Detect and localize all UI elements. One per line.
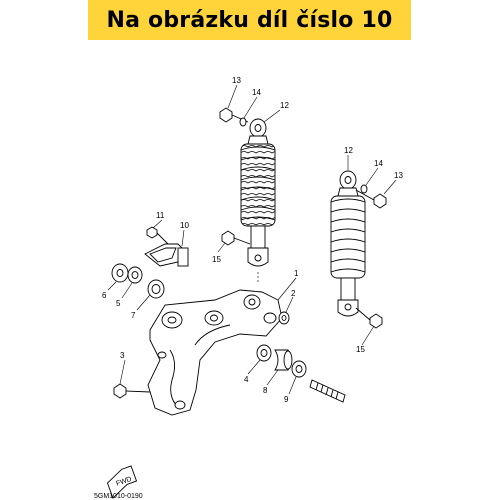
rear-arm-bracket	[113, 289, 290, 416]
callout-13-right: 13	[394, 171, 403, 180]
bearings-and-collars	[111, 263, 346, 403]
part-10-clip	[144, 226, 189, 267]
shock-absorber-left	[219, 107, 276, 267]
callout-15-right: 15	[356, 345, 365, 354]
shock-absorber-right	[330, 170, 387, 329]
callout-12-left: 12	[280, 101, 289, 110]
callout-3: 3	[120, 351, 125, 360]
callout-9: 9	[284, 395, 289, 404]
callout-4: 4	[244, 375, 249, 384]
part-code: 5GM1010-0190	[94, 493, 143, 500]
callout-15-left: 15	[212, 255, 221, 264]
callout-6: 6	[102, 291, 107, 300]
callout-14-left: 14	[252, 88, 261, 97]
banner-title: Na obrázku díl číslo 10	[106, 7, 393, 33]
callout-5: 5	[116, 299, 121, 308]
callout-14-right: 14	[374, 159, 383, 168]
callout-8: 8	[263, 386, 268, 395]
callout-11: 11	[156, 211, 165, 220]
callout-10: 10	[180, 221, 189, 230]
title-banner: Na obrázku díl číslo 10	[88, 0, 411, 40]
callout-1: 1	[294, 269, 299, 278]
callout-2: 2	[291, 289, 296, 298]
callout-12-right: 12	[344, 146, 353, 155]
callout-labels: 1 2 3 4 5 6 7 8 9 10 11 12 12 13 13 14 1…	[102, 76, 403, 404]
leader-lines	[107, 84, 397, 395]
callout-13-left: 13	[232, 76, 241, 85]
callout-7: 7	[131, 311, 136, 320]
